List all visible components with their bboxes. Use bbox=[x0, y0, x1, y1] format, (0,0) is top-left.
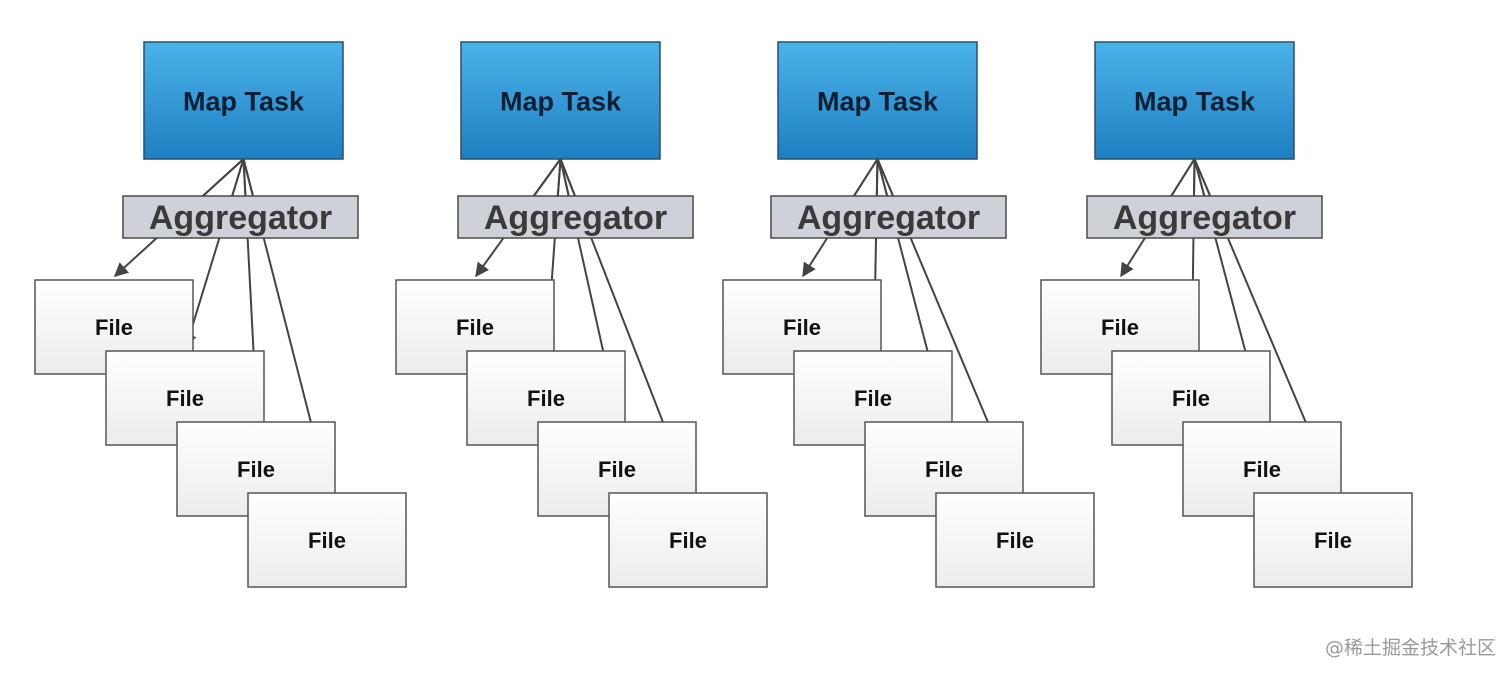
file-label: File bbox=[1172, 386, 1210, 411]
aggregator-label: Aggregator bbox=[484, 199, 667, 237]
files-layer: FileFileFileFileFileFileFileFileFileFile… bbox=[34, 279, 1413, 588]
file-label: File bbox=[925, 457, 963, 482]
file-label: File bbox=[308, 528, 346, 553]
map-task-box-1: Map Task bbox=[143, 41, 344, 160]
file-box-rect bbox=[608, 492, 768, 588]
file-label: File bbox=[669, 528, 707, 553]
file-label: File bbox=[237, 457, 275, 482]
edge-segment-upper bbox=[853, 158, 879, 197]
file-box-2-4: File bbox=[608, 492, 768, 588]
map-task-rect bbox=[1094, 41, 1295, 160]
map-task-label: Map Task bbox=[1134, 87, 1256, 117]
aggregator-rect bbox=[122, 195, 359, 239]
map-task-rect bbox=[777, 41, 978, 160]
aggregator-label: Aggregator bbox=[1113, 199, 1296, 237]
map-task-label: Map Task bbox=[500, 87, 622, 117]
aggregator-rect bbox=[1086, 195, 1323, 239]
edge-segment-upper bbox=[231, 158, 245, 197]
file-label: File bbox=[854, 386, 892, 411]
file-label: File bbox=[598, 457, 636, 482]
file-label: File bbox=[1101, 315, 1139, 340]
file-box-rect bbox=[1253, 492, 1413, 588]
edge-segment-upper bbox=[242, 158, 254, 197]
edge-segment-upper bbox=[202, 158, 245, 197]
map-task-rect bbox=[143, 41, 344, 160]
map-task-box-4: Map Task bbox=[1094, 41, 1295, 160]
edge-segment-upper bbox=[559, 158, 576, 197]
file-label: File bbox=[783, 315, 821, 340]
file-box-4-4: File bbox=[1253, 492, 1413, 588]
aggregator-rect bbox=[457, 195, 694, 239]
map-task-label: Map Task bbox=[183, 87, 305, 117]
map-layer: Map Task Map Task Map Task Map Task bbox=[143, 41, 1295, 197]
edge-segment-upper bbox=[532, 158, 562, 197]
file-label: File bbox=[1243, 457, 1281, 482]
aggregator-layer: Aggregator Aggregator Aggregator Aggregator bbox=[122, 195, 1323, 239]
map-task-box-3: Map Task bbox=[777, 41, 978, 160]
map-task-label: Map Task bbox=[817, 87, 939, 117]
watermark-text: @稀土掘金技术社区 bbox=[1324, 637, 1496, 659]
map-task-box-2: Map Task bbox=[460, 41, 661, 160]
aggregator-box-4: Aggregator bbox=[1086, 195, 1323, 239]
edge-segment-upper bbox=[556, 158, 562, 197]
aggregator-rect bbox=[770, 195, 1007, 239]
aggregator-label: Aggregator bbox=[797, 199, 980, 237]
file-box-rect bbox=[247, 492, 407, 588]
file-label: File bbox=[527, 386, 565, 411]
file-box-3-4: File bbox=[935, 492, 1095, 588]
file-label: File bbox=[166, 386, 204, 411]
aggregator-box-1: Aggregator bbox=[122, 195, 359, 239]
aggregator-label: Aggregator bbox=[149, 199, 332, 237]
aggregator-box-2: Aggregator bbox=[457, 195, 694, 239]
file-label: File bbox=[996, 528, 1034, 553]
file-label: File bbox=[95, 315, 133, 340]
file-label: File bbox=[456, 315, 494, 340]
file-box-rect bbox=[935, 492, 1095, 588]
aggregator-box-3: Aggregator bbox=[770, 195, 1007, 239]
file-label: File bbox=[1314, 528, 1352, 553]
edge-segment-upper bbox=[876, 158, 894, 197]
file-box-1-4: File bbox=[247, 492, 407, 588]
edge-segment-upper bbox=[1170, 158, 1196, 197]
edge-segment-upper bbox=[242, 158, 247, 197]
edge-segment-upper bbox=[875, 158, 879, 197]
edge-segment-upper bbox=[1193, 158, 1212, 197]
